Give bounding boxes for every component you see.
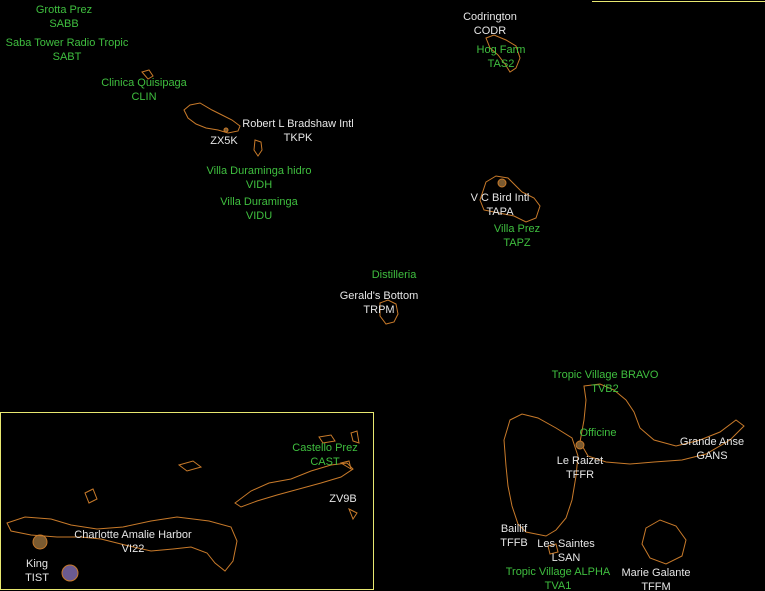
island-st-john xyxy=(234,462,354,508)
inset-coastline xyxy=(6,430,360,572)
island-grande-terre xyxy=(579,383,745,465)
island-barbuda xyxy=(485,34,521,73)
island-antigua xyxy=(479,175,541,223)
islet-c xyxy=(318,434,336,444)
island-st-thomas xyxy=(6,516,238,572)
islet-a xyxy=(177,460,203,472)
islet-d xyxy=(350,430,360,444)
label-offi[interactable]: Officine xyxy=(579,427,617,439)
islet-clin xyxy=(141,69,154,80)
islet-f xyxy=(339,460,352,471)
islet-les-saintes xyxy=(547,543,559,555)
island-montserrat xyxy=(379,299,399,325)
island-basse-terre xyxy=(503,413,579,537)
inset-frame xyxy=(0,412,374,590)
inset-frame-top xyxy=(592,0,765,2)
label-dist[interactable]: Distilleria xyxy=(371,269,417,281)
label-zv9b[interactable]: ZV9B xyxy=(329,493,357,505)
island-marie-galante xyxy=(641,519,687,565)
label-zx5k[interactable]: ZX5K xyxy=(210,135,238,147)
islet-b xyxy=(84,488,98,504)
island-st-kitts xyxy=(183,102,241,134)
islet-e xyxy=(348,507,358,521)
island-nevis xyxy=(253,139,263,157)
